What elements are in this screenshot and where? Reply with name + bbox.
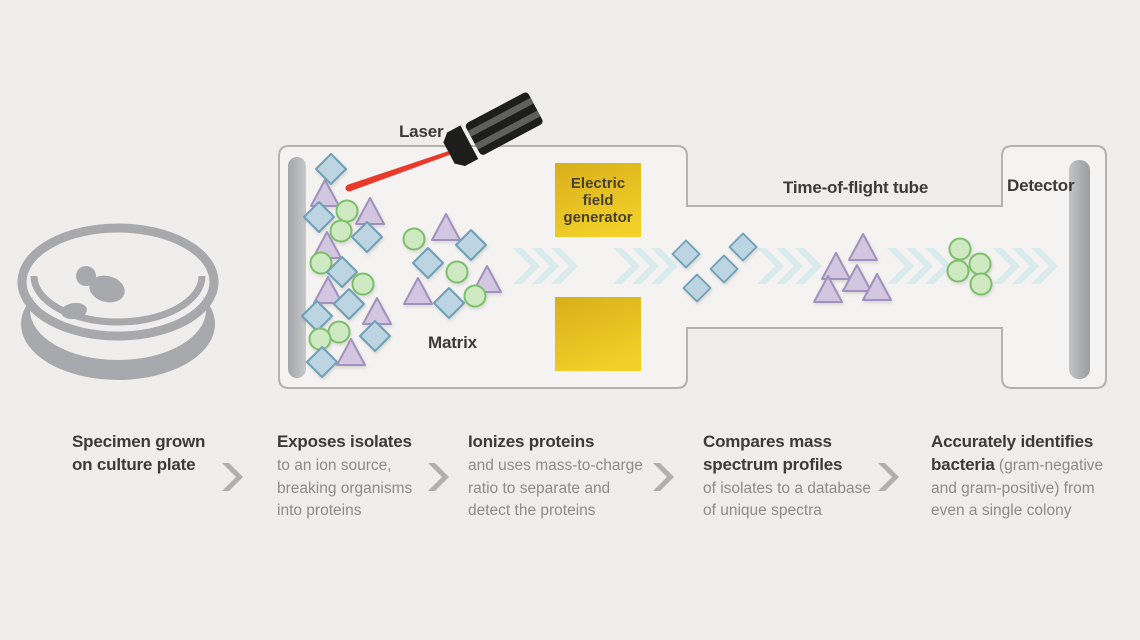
step-arrow-icon	[428, 463, 450, 497]
step-arrow-icon	[653, 463, 675, 497]
step-specimen: Specimen grown on culture plate	[72, 432, 206, 474]
electric-field-generator-bottom	[555, 297, 641, 371]
spectrometer-outline	[278, 145, 1107, 389]
label-detector: Detector	[1007, 176, 1075, 195]
efg-label: Electric field generator	[563, 174, 633, 226]
step-compares: Compares mass spectrum profiles of isola…	[703, 432, 872, 520]
label-laser: Laser	[399, 122, 444, 141]
label-time-of-flight-tube: Time-of-flight tube	[783, 178, 929, 197]
dish-inner-wall	[30, 275, 206, 326]
particles-circles	[946, 237, 993, 296]
step-identifies: Accurately identifies bacteria (gram-neg…	[931, 432, 1104, 520]
bacteria-colonies	[61, 266, 125, 320]
laser-icon	[443, 92, 543, 167]
electric-field-generator-top: Electric field generator	[555, 163, 641, 237]
laser-beam	[345, 151, 450, 192]
petri-dish-icon	[17, 223, 219, 380]
step-ionizes: Ionizes proteins and uses mass-to-charge…	[468, 432, 643, 520]
particles-matrix	[402, 213, 502, 319]
maldi-diagram	[17, 92, 1107, 389]
detector-plate	[1069, 160, 1090, 379]
label-matrix: Matrix	[428, 333, 477, 352]
step-exposes: Exposes isolates to an ion source, break…	[277, 432, 413, 520]
target-plate	[288, 157, 306, 378]
dish-rim	[17, 223, 219, 341]
step-arrow-icon	[222, 463, 244, 497]
particles-sample	[301, 153, 392, 378]
step-arrow-icon	[878, 463, 900, 497]
